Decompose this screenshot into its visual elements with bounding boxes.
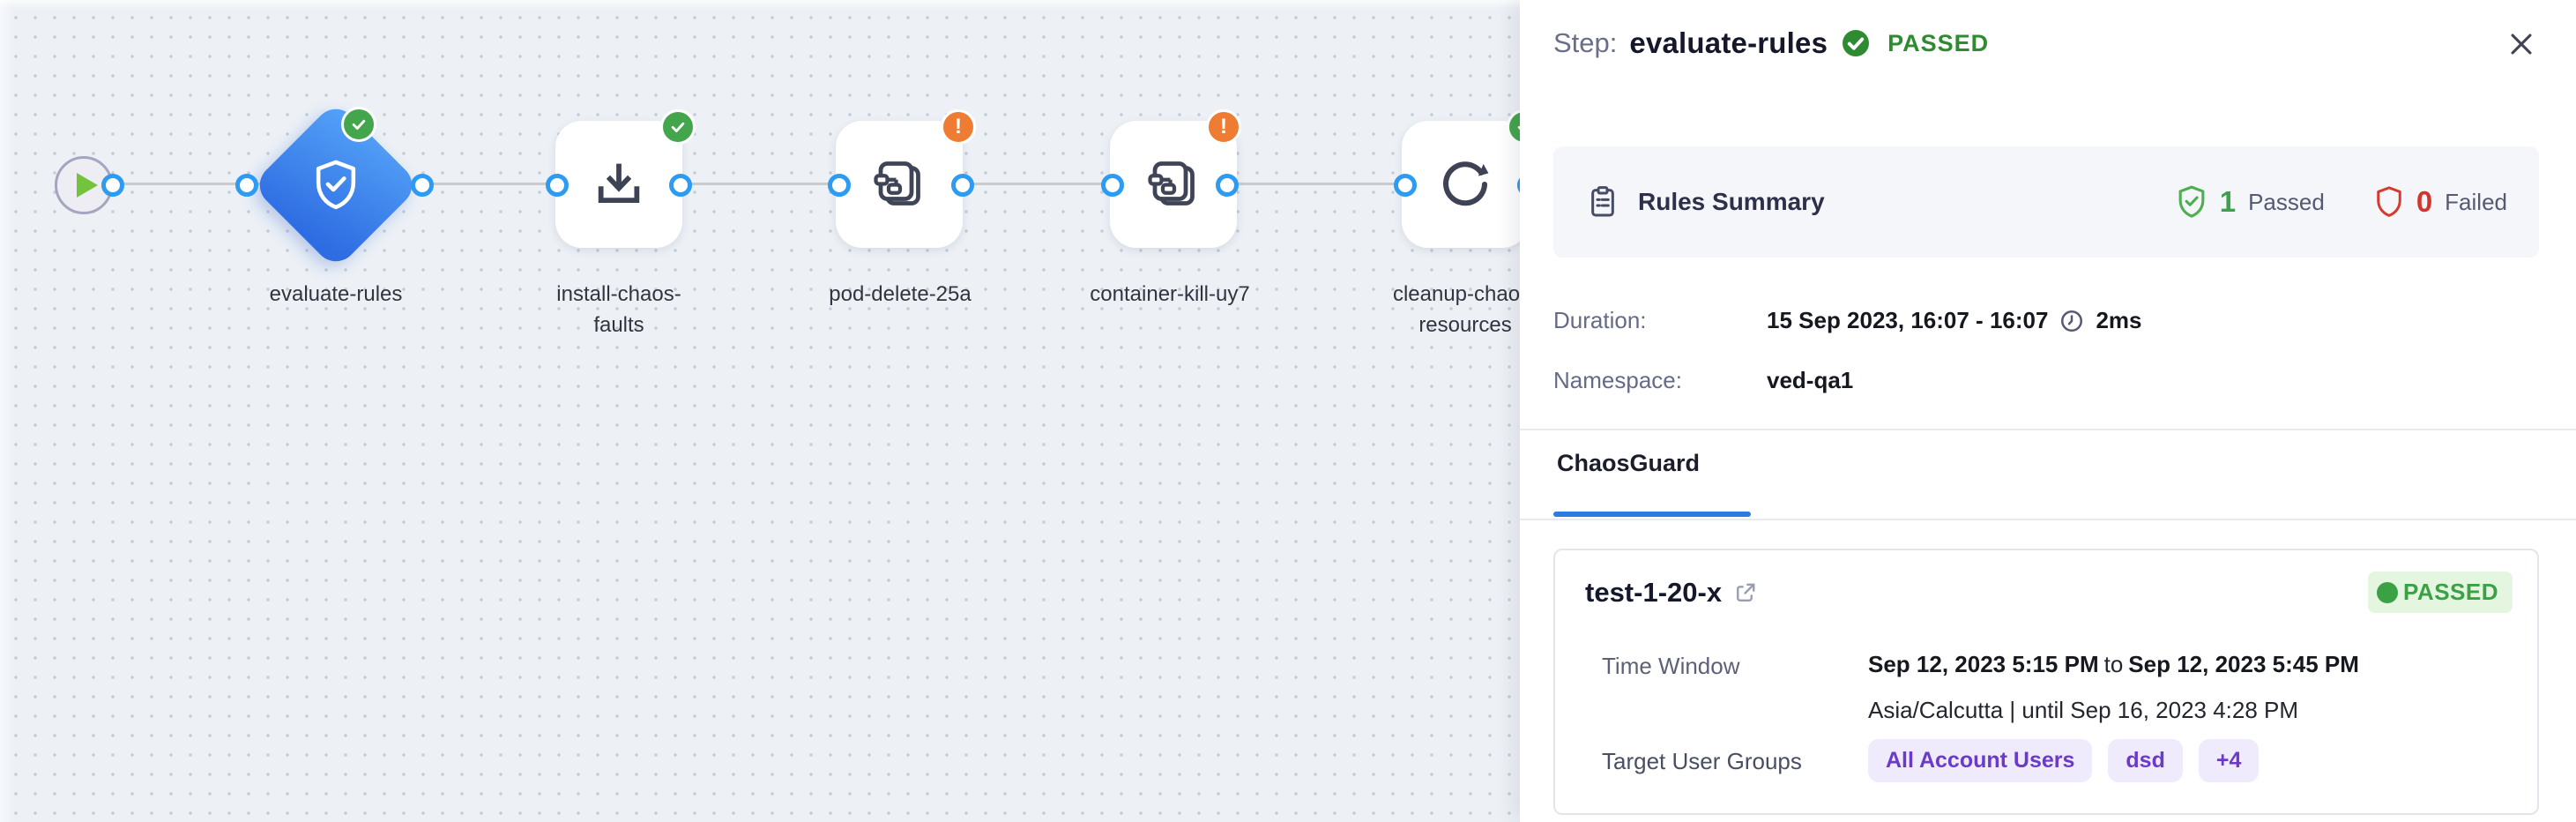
shield-check-icon	[316, 160, 356, 210]
port-cleanup-in[interactable]	[1394, 174, 1417, 197]
divider	[1520, 519, 2576, 520]
port-container-out[interactable]	[1216, 174, 1239, 197]
port-container-in[interactable]	[1101, 174, 1124, 197]
pipeline-connector	[84, 183, 1538, 185]
shield-icon	[2377, 186, 2401, 217]
guard-status-text: PASSED	[2403, 579, 2498, 605]
port-evaluate-out[interactable]	[411, 174, 434, 197]
shield-check-icon	[2178, 185, 2205, 218]
duration-value: 15 Sep 2023, 16:07 - 16:07	[1767, 307, 2049, 333]
canvas-top-edge	[0, 0, 2576, 9]
node-label: pod-delete-25a	[829, 282, 972, 306]
node-label: container-kill-uy7	[1090, 282, 1250, 306]
rules-summary-title: Rules Summary	[1638, 188, 1825, 215]
download-icon	[598, 163, 640, 204]
user-group-pill: dsd	[2108, 739, 2183, 782]
port-install-out[interactable]	[669, 174, 692, 197]
external-link-icon[interactable]	[1732, 579, 1759, 606]
status-success-badge	[341, 107, 376, 142]
port-install-in[interactable]	[546, 174, 569, 197]
time-join: to	[2103, 651, 2124, 677]
target-user-groups: All Account Users dsd +4	[1868, 739, 2260, 782]
clock-icon	[2061, 310, 2083, 332]
node-install-chaos-faults[interactable]	[555, 121, 682, 248]
user-group-pill-more[interactable]: +4	[2198, 739, 2260, 782]
passed-count: 1	[2219, 185, 2237, 218]
step-label: Step:	[1553, 27, 1618, 58]
check-circle-icon	[1843, 30, 1870, 56]
divider	[1520, 429, 2576, 430]
play-icon	[76, 173, 98, 198]
user-group-pill: All Account Users	[1868, 739, 2093, 782]
clipboard-icon	[1591, 186, 1614, 217]
time-start: Sep 12, 2023 5:15 PM	[1868, 651, 2099, 677]
guard-name: test-1-20-x	[1585, 576, 1723, 608]
step-name: evaluate-rules	[1629, 26, 1828, 59]
failed-count: 0	[2416, 185, 2433, 218]
step-status: PASSED	[1887, 29, 1990, 56]
duration-row: Duration: 15 Sep 2023, 16:07 - 16:07 2ms	[1553, 307, 2539, 334]
panel-header: Step: evaluate-rules PASSED	[1553, 26, 1989, 60]
guard-status-badge: PASSED	[2368, 572, 2513, 613]
chaos-fault-icon	[874, 161, 920, 206]
step-details-panel: Step: evaluate-rules PASSED Rules Summar…	[1520, 0, 2576, 822]
chaosguard-condition-card: test-1-20-x PASSED Time Window Sep 12, 2…	[1553, 549, 2539, 815]
close-icon[interactable]	[2502, 25, 2541, 64]
status-warning-badge: !	[1206, 109, 1241, 145]
port-pod-in[interactable]	[828, 174, 851, 197]
chaos-fault-icon	[1148, 161, 1195, 206]
status-success-badge	[660, 109, 696, 145]
port-evaluate-in[interactable]	[235, 174, 258, 197]
status-warning-badge: !	[941, 109, 976, 145]
time-end: Sep 12, 2023 5:45 PM	[2128, 651, 2359, 677]
status-dot	[2377, 581, 2398, 603]
namespace-label: Namespace:	[1553, 367, 1682, 393]
tab-chaosguard[interactable]: ChaosGuard	[1557, 450, 1701, 476]
time-window-label: Time Window	[1602, 653, 1740, 679]
failed-label: Failed	[2445, 188, 2507, 215]
passed-label: Passed	[2248, 188, 2325, 215]
rules-failed-stat: 0 Failed	[2371, 183, 2507, 220]
namespace-value: ved-qa1	[1767, 367, 1854, 393]
canvas-left-edge	[0, 0, 12, 822]
node-cleanup-chaos-resources[interactable]	[1402, 121, 1529, 248]
port-pod-out[interactable]	[951, 174, 974, 197]
retry-icon	[1443, 161, 1489, 206]
node-label: cleanup-chaos-resources	[1392, 282, 1538, 337]
namespace-row: Namespace: ved-qa1	[1553, 367, 2539, 394]
port-start-out[interactable]	[101, 174, 124, 197]
duration-elapsed: 2ms	[2096, 307, 2142, 333]
target-user-groups-label: Target User Groups	[1602, 748, 1802, 774]
duration-label: Duration:	[1553, 307, 1647, 333]
active-tab-indicator	[1553, 512, 1751, 517]
rules-passed-stat: 1 Passed	[2172, 183, 2325, 221]
node-label: evaluate-rules	[269, 282, 403, 306]
node-label: install-chaos-faults	[556, 282, 681, 337]
rules-summary-box: Rules Summary 1 Passed 0 Failed	[1553, 146, 2539, 258]
timezone-line: Asia/Calcutta | until Sep 16, 2023 4:28 …	[1868, 697, 2299, 723]
node-pod-delete-25a[interactable]	[836, 121, 963, 248]
